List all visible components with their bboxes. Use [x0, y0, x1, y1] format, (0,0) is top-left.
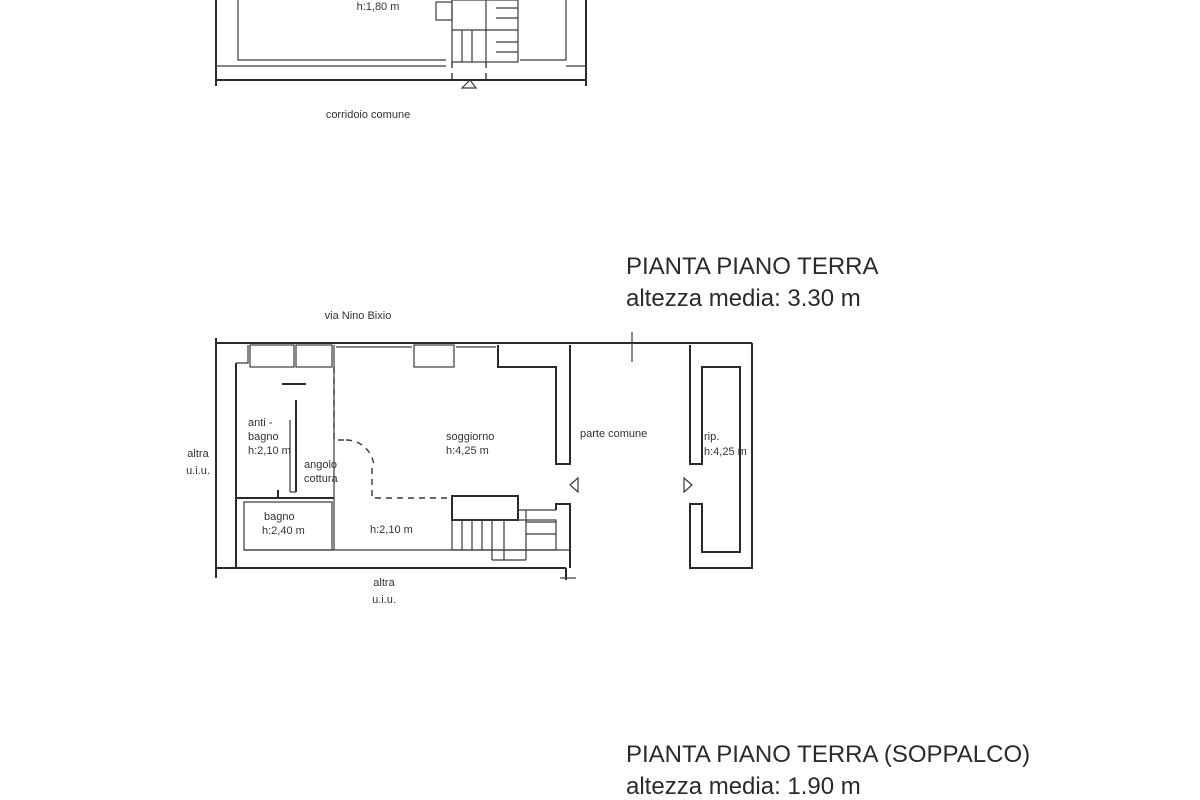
- loft-subtitle: altezza media: 1.90 m: [626, 773, 861, 800]
- loft-plan: PIANTA PIANO TERRA (SOPPALCO) altezza me…: [626, 741, 1030, 800]
- loft-outline-bottom: [371, 468, 450, 499]
- top-plan-inner-wall-right: [520, 0, 567, 61]
- ground-floor-title: PIANTA PIANO TERRA: [626, 253, 879, 280]
- antibagno-height: h:2,10 m: [248, 445, 291, 457]
- street-label: via Nino Bixio: [325, 310, 392, 322]
- entrance-arrow-left-icon: [569, 476, 579, 494]
- window-antibagno: [249, 344, 295, 368]
- bagno-height: h:2,40 m: [262, 525, 305, 537]
- antibagno-label-line2: bagno: [248, 431, 279, 443]
- loft-outline-left: [333, 367, 346, 441]
- loft-title: PIANTA PIANO TERRA (SOPPALCO): [626, 741, 1030, 768]
- storage-height: h:4,25 m: [704, 446, 747, 458]
- storage-walls: [689, 343, 753, 569]
- corridor-label: corridoio comune: [326, 109, 410, 121]
- soggiorno-height: h:4,25 m: [446, 445, 489, 457]
- bottom-neighbor-line1: altra: [373, 577, 395, 589]
- entrance-arrow-right-icon: [683, 476, 693, 494]
- bottom-neighbor-line2: u.i.u.: [372, 594, 396, 606]
- antibagno-label-line1: anti -: [248, 417, 273, 429]
- top-floor-plan: h:1,80 m corridoio comune: [215, 0, 587, 121]
- angolo-cottura-line2: cottura: [304, 473, 339, 485]
- angolo-cottura-line1: angolo: [304, 459, 337, 471]
- ground-floor-staircase: [451, 495, 519, 521]
- door-swing-arc: [345, 439, 375, 469]
- bagno-label: bagno: [264, 511, 295, 523]
- window-soggiorno: [413, 344, 455, 368]
- top-plan-staircase: [451, 0, 519, 63]
- soggiorno-label: soggiorno: [446, 431, 494, 443]
- top-plan-height-label: h:1,80 m: [357, 1, 400, 13]
- left-neighbor-line2: u.i.u.: [186, 465, 210, 477]
- under-loft-height: h:2,10 m: [370, 524, 413, 536]
- ground-floor-subtitle: altezza media: 3.30 m: [626, 285, 861, 312]
- top-plan-inner-wall-left: [237, 0, 446, 61]
- ground-floor-plan: PIANTA PIANO TERRA altezza media: 3.30 m…: [186, 253, 878, 606]
- left-neighbor-line1: altra: [187, 448, 209, 460]
- common-area-label: parte comune: [580, 428, 647, 440]
- storage-label: rip.: [704, 431, 719, 443]
- top-plan-entrance-arrow-icon: [460, 79, 478, 89]
